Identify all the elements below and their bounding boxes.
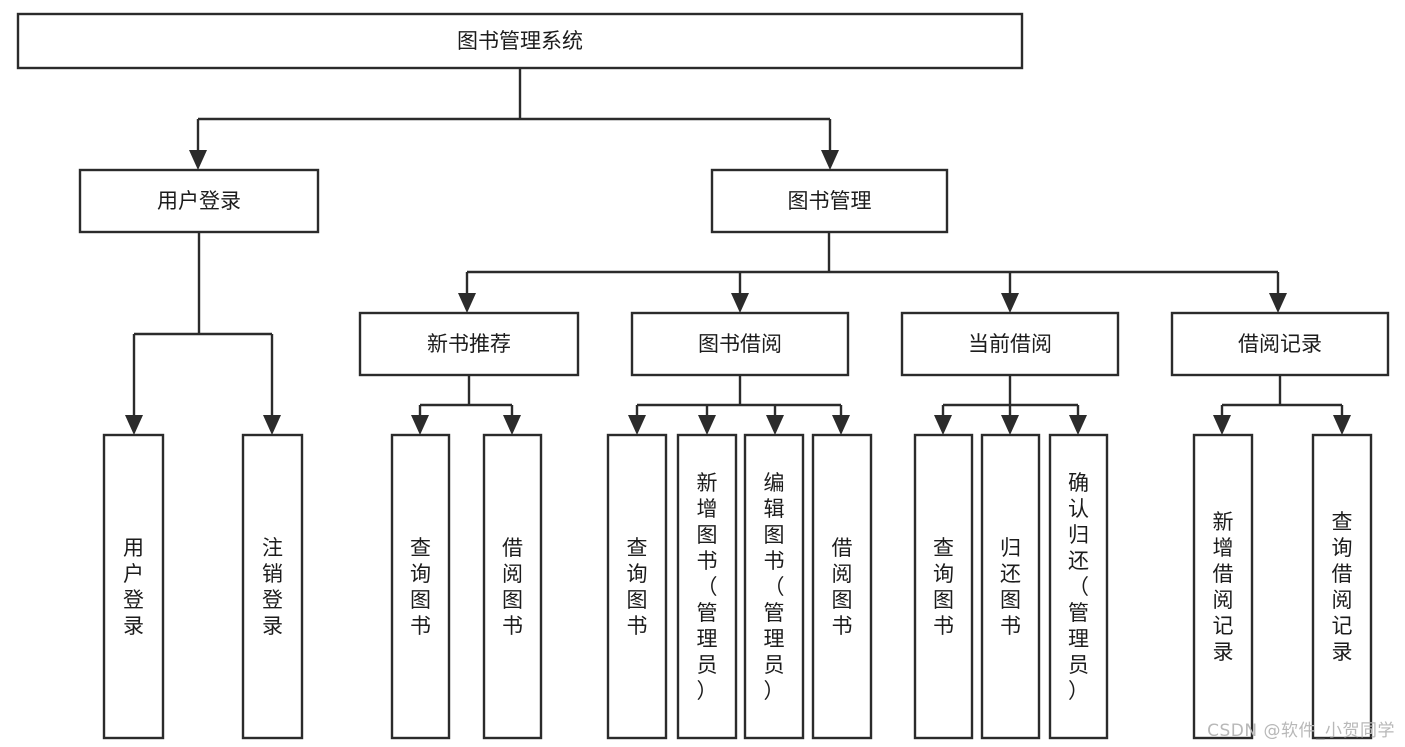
connector-bar-root — [198, 68, 830, 121]
arrow-connector — [628, 405, 646, 435]
node-label: 用户登录 — [157, 189, 241, 213]
node-leaf-user-logout[interactable]: 注销登录 — [241, 433, 304, 740]
node-label: 确认归还（管理员） — [1068, 471, 1089, 703]
arrow-connector — [411, 405, 429, 435]
node-user-login[interactable]: 用户登录 — [78, 168, 320, 234]
node-current-borrow[interactable]: 当前借阅 — [900, 311, 1120, 377]
connector-bar-book-borrow — [637, 375, 841, 407]
connector-bar-book-manage — [467, 232, 1278, 274]
node-label: 新增图书（管理员） — [697, 471, 718, 703]
node-book-manage[interactable]: 图书管理 — [710, 168, 949, 234]
arrow-connector — [189, 119, 207, 170]
node-borrow-record[interactable]: 借阅记录 — [1170, 311, 1390, 377]
arrow-connector — [821, 119, 839, 170]
arrow-connector — [1333, 405, 1351, 435]
arrow-connector — [1213, 405, 1231, 435]
arrow-connector — [503, 405, 521, 435]
arrow-connector — [832, 405, 850, 435]
nodes-layer: 图书管理系统用户登录图书管理新书推荐图书借阅当前借阅借阅记录用户登录注销登录查询… — [16, 12, 1390, 740]
edges-layer — [125, 68, 1351, 435]
arrow-connector — [125, 334, 143, 435]
node-label: 查询借阅记录 — [1332, 510, 1353, 664]
node-label: 注销登录 — [262, 536, 283, 638]
arrow-connector — [934, 405, 952, 435]
arrow-connector — [698, 405, 716, 435]
node-label: 借阅图书 — [502, 536, 523, 638]
arrow-connector — [731, 272, 749, 313]
node-label: 借阅图书 — [832, 536, 853, 638]
node-label: 查询图书 — [933, 536, 954, 638]
arrow-connector — [1001, 272, 1019, 313]
node-label: 当前借阅 — [968, 332, 1052, 356]
node-label: 编辑图书（管理员） — [764, 471, 785, 703]
node-leaf-rec-borrow[interactable]: 借阅图书 — [482, 433, 543, 740]
node-leaf-br-query[interactable]: 查询借阅记录 — [1311, 433, 1373, 740]
connector-bar-current-borrow — [943, 375, 1078, 407]
arrow-connector — [1269, 272, 1287, 313]
arrow-connector — [263, 334, 281, 435]
arrow-connector — [1069, 405, 1087, 435]
node-leaf-bb-query[interactable]: 查询图书 — [606, 433, 668, 740]
node-leaf-cb-return[interactable]: 归还图书 — [980, 433, 1041, 740]
node-label: 用户登录 — [123, 536, 144, 638]
node-label: 归还图书 — [1000, 536, 1021, 638]
arrow-connector — [1001, 405, 1019, 435]
node-label: 借阅记录 — [1238, 332, 1322, 356]
node-label: 查询图书 — [410, 536, 431, 638]
node-book-borrow[interactable]: 图书借阅 — [630, 311, 850, 377]
node-leaf-user-login[interactable]: 用户登录 — [102, 433, 165, 740]
node-label: 新增借阅记录 — [1213, 510, 1234, 664]
watermark-text: CSDN @软件_小贺同学 — [1207, 721, 1395, 741]
arrow-connector — [458, 272, 476, 313]
node-label: 图书管理 — [788, 189, 872, 213]
node-label: 图书借阅 — [698, 332, 782, 356]
node-root[interactable]: 图书管理系统 — [16, 12, 1024, 70]
node-label: 新书推荐 — [427, 332, 511, 356]
node-leaf-br-add[interactable]: 新增借阅记录 — [1192, 433, 1254, 740]
node-leaf-bb-add[interactable]: 新增图书（管理员） — [676, 433, 738, 740]
node-label: 图书管理系统 — [457, 29, 583, 53]
connector-bar-borrow-record — [1222, 375, 1342, 407]
connector-bar-user-login — [134, 232, 272, 336]
node-new-book-rec[interactable]: 新书推荐 — [358, 311, 580, 377]
node-label: 查询图书 — [627, 536, 648, 638]
connector-bar-new-book-rec — [420, 375, 512, 407]
node-leaf-bb-edit[interactable]: 编辑图书（管理员） — [743, 433, 805, 740]
node-leaf-bb-borrow[interactable]: 借阅图书 — [811, 433, 873, 740]
node-leaf-rec-query[interactable]: 查询图书 — [390, 433, 451, 740]
arrow-connector — [766, 405, 784, 435]
node-leaf-cb-query[interactable]: 查询图书 — [913, 433, 974, 740]
node-leaf-cb-confirm[interactable]: 确认归还（管理员） — [1048, 433, 1109, 740]
